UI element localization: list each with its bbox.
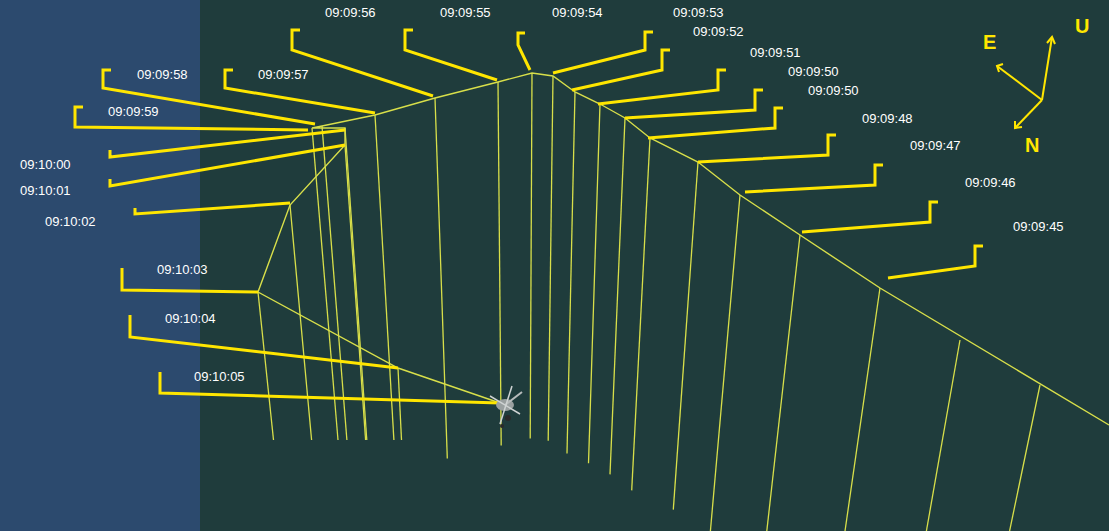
drop-line	[312, 128, 338, 440]
axis-label: E	[983, 31, 996, 53]
drop-line	[375, 115, 394, 440]
drop-line	[845, 288, 880, 531]
timestamp-label: 09:09:50	[808, 83, 859, 99]
timestamp-label: 09:09:52	[693, 24, 744, 40]
timestamp-label: 09:09:45	[1013, 219, 1064, 235]
timestamp-label: 09:09:55	[440, 5, 491, 21]
drop-line	[673, 162, 698, 510]
drop-line	[548, 76, 553, 441]
timestamp-label: 09:10:03	[157, 262, 208, 278]
drop-line	[258, 292, 274, 440]
drop-line	[345, 145, 366, 440]
timestamp-label: 09:10:02	[45, 214, 96, 230]
drop-line	[1010, 385, 1040, 531]
timestamp-label: 09:09:46	[965, 175, 1016, 191]
drop-line	[926, 340, 960, 531]
timestamp-label: 09:09:51	[750, 45, 801, 61]
drop-line	[290, 205, 312, 440]
timestamp-label: 09:09:54	[552, 5, 603, 21]
drop-line	[345, 128, 367, 440]
timestamp-label: 09:09:48	[862, 111, 913, 127]
drop-line	[710, 195, 740, 531]
drop-line	[767, 235, 800, 531]
timestamp-label: 09:10:05	[194, 369, 245, 385]
timestamp-label: 09:09:57	[258, 67, 309, 83]
timestamp-label: 09:10:01	[20, 183, 71, 199]
axis-label: U	[1075, 15, 1089, 37]
flight-path	[258, 73, 1109, 425]
drop-line	[632, 138, 650, 490]
drop-line	[610, 118, 625, 474]
drop-line	[530, 73, 532, 438]
timestamp-label: 09:09:56	[325, 5, 376, 21]
timestamp-label: 09:09:59	[108, 104, 159, 120]
timestamp-label: 09:09:53	[673, 5, 724, 21]
timestamp-label: 09:09:50	[788, 64, 839, 80]
drop-line	[498, 82, 501, 446]
drop-line	[398, 368, 402, 440]
drop-line	[567, 92, 575, 454]
timestamp-label: 09:10:04	[165, 311, 216, 327]
drop-lines	[258, 73, 1040, 531]
helicopter-icon	[490, 386, 522, 428]
leader-brackets	[75, 30, 983, 403]
drop-line	[435, 98, 447, 458]
compass-arrows	[997, 37, 1055, 128]
timestamp-label: 09:10:00	[20, 157, 71, 173]
drop-line	[589, 104, 601, 463]
timestamp-label: 09:09:47	[910, 138, 961, 154]
timestamp-label: 09:09:58	[137, 67, 188, 83]
axis-label: N	[1025, 134, 1039, 156]
